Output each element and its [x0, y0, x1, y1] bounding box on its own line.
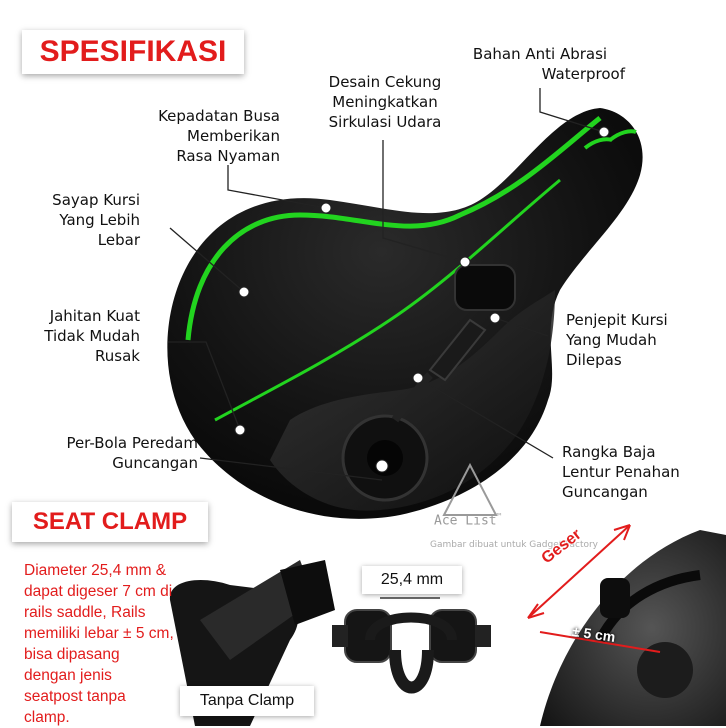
seat-clamp-description: Diameter 25,4 mm & dapat digeser 7 cm di…	[24, 562, 174, 726]
watermark-logo	[442, 462, 498, 516]
callout-jahitan-kuat: Jahitan Kuat Tidak Mudah Rusak	[44, 307, 140, 365]
tanpa-clamp-label: Tanpa Clamp	[180, 686, 314, 716]
callout-anti-abrasi: Bahan Anti Abrasi Waterproof	[472, 45, 625, 83]
callout-desain-cekung: Desain Cekung Meningkatkan Sirkulasi Uda…	[328, 73, 442, 131]
leader-dots	[234, 126, 610, 473]
rail-photo	[527, 524, 726, 726]
saddle-body	[167, 108, 643, 519]
clamp-photo	[332, 597, 491, 694]
watermark-brand: Ace List™	[434, 512, 502, 529]
callout-sayap-kursi: Sayap Kursi Yang Lebih Lebar	[52, 191, 140, 249]
callout-rangka-baja: Rangka Baja Lentur Penahan Guncangan	[562, 443, 680, 501]
callout-kepadatan-busa: Kepadatan Busa Memberikan Rasa Nyaman	[158, 107, 280, 165]
page-title: SPESIFIKASI	[22, 30, 244, 74]
watermark-caption: Gambar dibuat untuk Gadget Factory	[430, 540, 599, 550]
callout-per-bola: Per-Bola Peredam Guncangan	[66, 434, 198, 472]
seat-clamp-title: SEAT CLAMP	[12, 502, 208, 542]
leader-lines	[168, 88, 605, 481]
diameter-label: 25,4 mm	[362, 566, 462, 594]
callout-penjepit-kursi: Penjepit Kursi Yang Mudah Dilepas	[566, 311, 668, 369]
